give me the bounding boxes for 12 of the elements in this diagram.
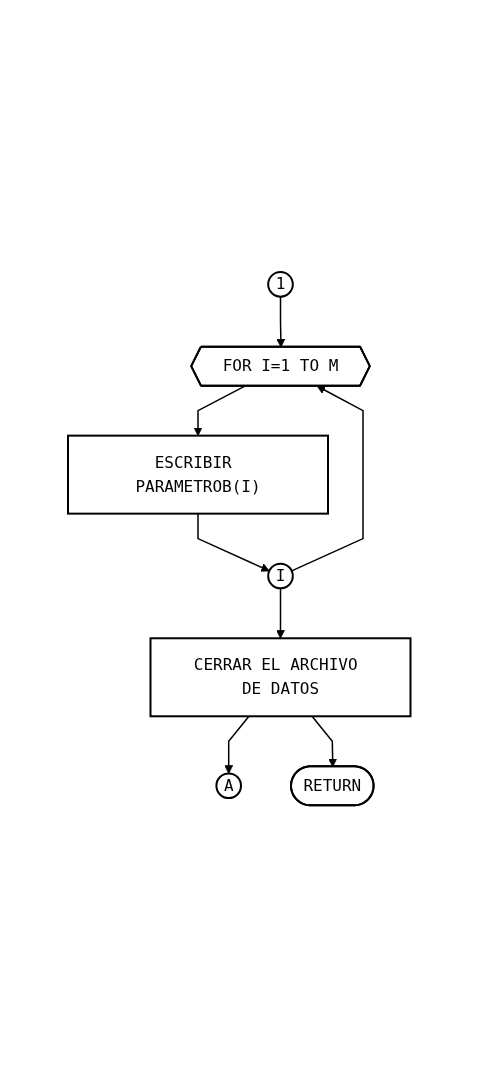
arrow — [276, 296, 285, 348]
arrow — [224, 715, 250, 775]
arrow — [311, 715, 337, 768]
arrow — [290, 386, 364, 572]
node-circle: A — [215, 772, 242, 800]
node-box: CERRAR EL ARCHIVO DE DATOS — [149, 637, 412, 718]
arrow — [197, 513, 270, 572]
node-circle: I — [266, 563, 294, 590]
node-box: ESCRIBIR PARAMETROB(I) — [66, 435, 329, 515]
arrow — [275, 587, 285, 640]
arrow — [193, 385, 246, 437]
node-circle: 1 — [266, 271, 294, 298]
